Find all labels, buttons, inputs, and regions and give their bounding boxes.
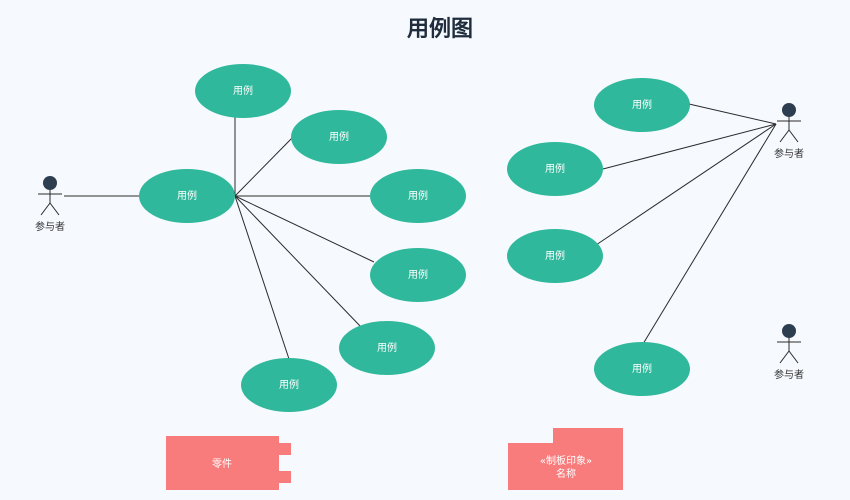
package-stereotype: «制板印象»	[540, 454, 592, 467]
usecase-left-hub[interactable]: 用例	[139, 169, 235, 223]
usecase-label: 用例	[233, 84, 253, 97]
connector-hub-uc5	[234, 195, 363, 329]
usecase-right-4[interactable]: 用例	[594, 342, 690, 396]
component-port-top	[275, 443, 291, 455]
right-connectors	[595, 103, 777, 345]
package-body	[508, 443, 623, 490]
component-body	[166, 436, 279, 490]
actor-head-icon	[782, 103, 796, 117]
usecase-left-1[interactable]: 用例	[195, 64, 291, 118]
diagram-title: 用例图	[407, 17, 473, 42]
usecase-label: 用例	[377, 341, 397, 354]
usecase-label: 用例	[545, 249, 565, 262]
actor-left-label: 参与者	[35, 220, 65, 233]
usecase-left-3[interactable]: 用例	[370, 169, 466, 223]
component-box[interactable]: 零件	[166, 436, 291, 490]
usecase-label: 用例	[177, 189, 197, 202]
actor-head-icon	[782, 324, 796, 338]
component-port-bottom	[275, 471, 291, 483]
actor-right-top[interactable]	[777, 103, 801, 143]
package-tab	[553, 428, 623, 444]
usecase-label: 用例	[408, 189, 428, 202]
connector-actor-r4	[642, 123, 777, 345]
usecase-right-3[interactable]: 用例	[507, 229, 603, 283]
connector-hub-uc6	[234, 195, 290, 360]
usecase-left-6[interactable]: 用例	[241, 358, 337, 412]
connector-actor-r3	[595, 123, 777, 246]
component-label: 零件	[212, 458, 232, 470]
actor-left[interactable]	[38, 176, 62, 216]
usecase-left-5[interactable]: 用例	[339, 321, 435, 375]
usecase-label: 用例	[408, 268, 428, 281]
package-name: 名称	[556, 467, 576, 480]
actor-right-bottom-label: 参与者	[774, 368, 804, 381]
connector-actor-r2	[602, 123, 777, 170]
connector-hub-uc4	[234, 195, 375, 263]
usecase-left-4[interactable]: 用例	[370, 248, 466, 302]
actor-right-top-label: 参与者	[774, 147, 804, 160]
actor-head-icon	[43, 176, 57, 190]
usecase-right-1[interactable]: 用例	[594, 78, 690, 132]
package-box[interactable]: «制板印象» 名称	[508, 428, 623, 490]
usecase-label: 用例	[329, 130, 349, 143]
usecase-right-2[interactable]: 用例	[507, 142, 603, 196]
left-connectors	[64, 117, 375, 360]
usecase-label: 用例	[279, 378, 299, 391]
usecase-label: 用例	[545, 162, 565, 175]
connector-hub-uc2	[234, 136, 294, 197]
usecase-label: 用例	[632, 98, 652, 111]
actor-right-bottom[interactable]	[777, 324, 801, 364]
connector-actor-r1	[688, 103, 777, 125]
usecase-label: 用例	[632, 362, 652, 375]
usecase-left-2[interactable]: 用例	[291, 110, 387, 164]
